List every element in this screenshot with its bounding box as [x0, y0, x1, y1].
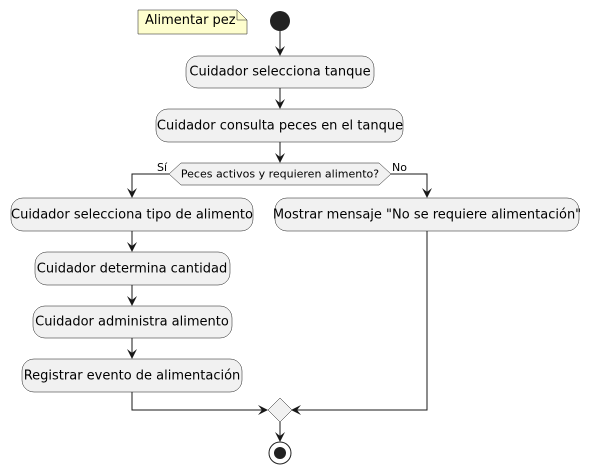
activity-administer-food-box [32, 305, 233, 339]
decision-diamond [168, 162, 392, 186]
note-label: Alimentar pez [145, 13, 236, 28]
note-shape [137, 9, 248, 35]
activity-select-food-label: Cuidador selecciona tipo de alimento [11, 207, 253, 223]
end-node-inner [274, 447, 286, 459]
decision-no-label: No [392, 161, 407, 174]
end-node-outer [268, 441, 292, 465]
decision-question-label: Peces activos y requieren alimento? [180, 167, 380, 181]
decision-yes-label: Sí [157, 161, 168, 174]
note-fold [236, 10, 247, 21]
activity-determine-amount-label: Cuidador determina cantidad [36, 261, 228, 277]
flow-decision-yes-branch [127, 173, 169, 198]
activity-check-fish-label: Cuidador consulta peces en el tanque [156, 118, 404, 134]
activity-register-event-label: Registrar evento de alimentación [23, 368, 241, 384]
activity-check-fish-box [155, 108, 404, 143]
flow-decision-no-branch [391, 173, 432, 198]
start-node [270, 11, 290, 31]
activity-administer-food-label: Cuidador administra alimento [35, 314, 229, 330]
activity-select-tank-label: Cuidador selecciona tanque [189, 64, 371, 80]
activity-show-message-box [274, 197, 580, 232]
merge-diamond [267, 397, 293, 423]
activity-select-food-box [10, 197, 254, 232]
flow-register-to-merge [131, 392, 268, 415]
activity-show-message-label: Mostrar mensaje "No se requiere alimenta… [272, 207, 582, 223]
activity-determine-amount-box [34, 251, 231, 286]
activity-register-event-box [21, 358, 243, 393]
flow-message-to-merge [291, 231, 428, 415]
activity-select-tank-box [185, 55, 375, 89]
